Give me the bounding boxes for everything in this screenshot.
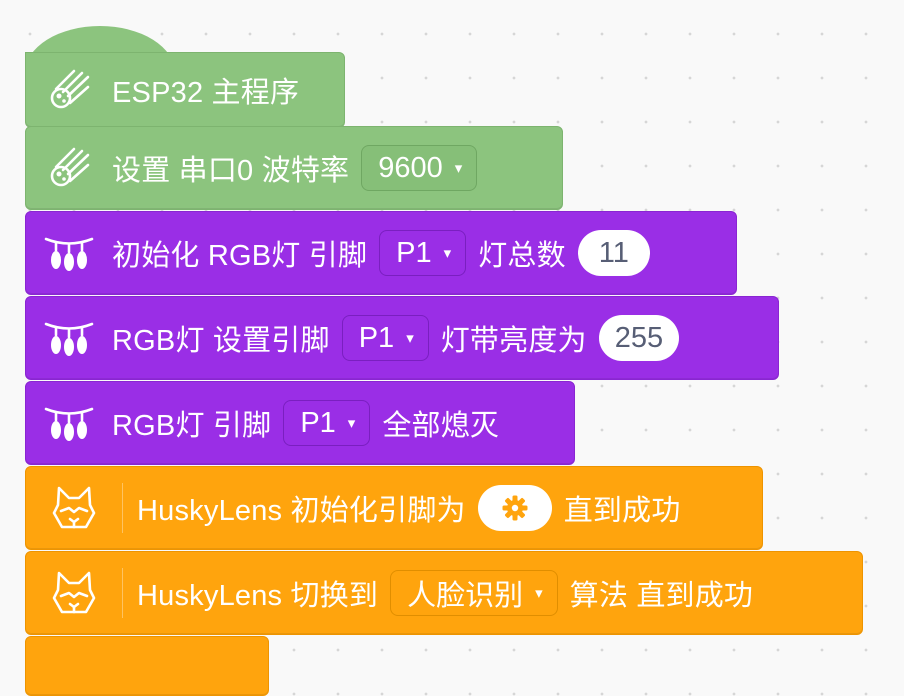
rgb-count-input[interactable]: 11 xyxy=(577,230,650,276)
rgb-init-block[interactable]: 初始化 RGB灯 引脚 P1 ▾ 灯总数 11 xyxy=(25,211,737,295)
serial-baud-label: 设置 串口0 波特率 xyxy=(112,155,350,187)
chevron-down-icon: ▾ xyxy=(406,330,414,347)
huskylens-algo-label: 算法 直到成功 xyxy=(569,580,754,612)
huskylens-until-label: 直到成功 xyxy=(563,495,681,527)
serial-baud-block[interactable]: 设置 串口0 波特率 9600 ▾ xyxy=(25,126,563,210)
huskylens-icon xyxy=(26,552,122,634)
rgb-brightness-block[interactable]: RGB灯 设置引脚 P1 ▾ 灯带亮度为 255 xyxy=(25,296,779,380)
huskylens-init-block[interactable]: HuskyLens 初始化引脚为 直到成功 xyxy=(25,466,763,550)
next-block-partial[interactable] xyxy=(25,636,269,696)
rgb-brightness-pin-dropdown[interactable]: P1 ▾ xyxy=(341,315,429,361)
meteor-icon xyxy=(26,127,112,209)
chevron-down-icon: ▾ xyxy=(443,245,452,262)
huskylens-init-label: HuskyLens 初始化引脚为 xyxy=(137,495,466,527)
esp32-main-block[interactable]: ESP32 主程序 xyxy=(25,52,345,128)
algorithm-dropdown[interactable]: 人脸识别 ▾ xyxy=(390,570,558,616)
rgb-off-pin-value: P1 xyxy=(300,406,336,439)
light-string-icon xyxy=(26,382,112,464)
rgb-init-label: 初始化 RGB灯 引脚 xyxy=(112,240,368,272)
chevron-down-icon: ▾ xyxy=(454,160,463,177)
light-string-icon xyxy=(26,212,112,294)
rgb-count-label: 灯总数 xyxy=(478,240,566,272)
gear-icon xyxy=(502,495,528,521)
huskylens-switch-label: HuskyLens 切换到 xyxy=(137,580,379,612)
esp32-main-label: ESP32 主程序 xyxy=(112,77,300,109)
algorithm-value: 人脸识别 xyxy=(407,580,524,612)
baud-rate-dropdown[interactable]: 9600 ▾ xyxy=(361,145,478,191)
rgb-off-pin-dropdown[interactable]: P1 ▾ xyxy=(283,400,371,446)
pin-settings-button[interactable] xyxy=(477,485,552,531)
rgb-brightness-pin-value: P1 xyxy=(358,321,395,354)
block-separator xyxy=(122,482,123,534)
block-separator xyxy=(122,567,123,619)
rgb-brightness-input[interactable]: 255 xyxy=(598,315,680,361)
rgb-off-action-label: 全部熄灭 xyxy=(382,410,500,442)
chevron-down-icon: ▾ xyxy=(347,415,356,432)
rgb-brightness-label: RGB灯 设置引脚 xyxy=(112,325,330,357)
rgb-init-pin-value: P1 xyxy=(396,236,432,269)
baud-rate-value: 9600 xyxy=(378,151,443,184)
chevron-down-icon: ▾ xyxy=(535,585,543,602)
rgb-off-block[interactable]: RGB灯 引脚 P1 ▾ 全部熄灭 xyxy=(25,381,575,465)
light-string-icon xyxy=(26,297,112,379)
rgb-off-label: RGB灯 引脚 xyxy=(112,410,272,442)
huskylens-switch-block[interactable]: HuskyLens 切换到 人脸识别 ▾ 算法 直到成功 xyxy=(25,551,863,635)
huskylens-icon xyxy=(26,467,122,549)
rgb-init-pin-dropdown[interactable]: P1 ▾ xyxy=(379,230,467,276)
meteor-icon xyxy=(26,53,112,127)
rgb-brightness-value-label: 灯带亮度为 xyxy=(440,325,587,357)
